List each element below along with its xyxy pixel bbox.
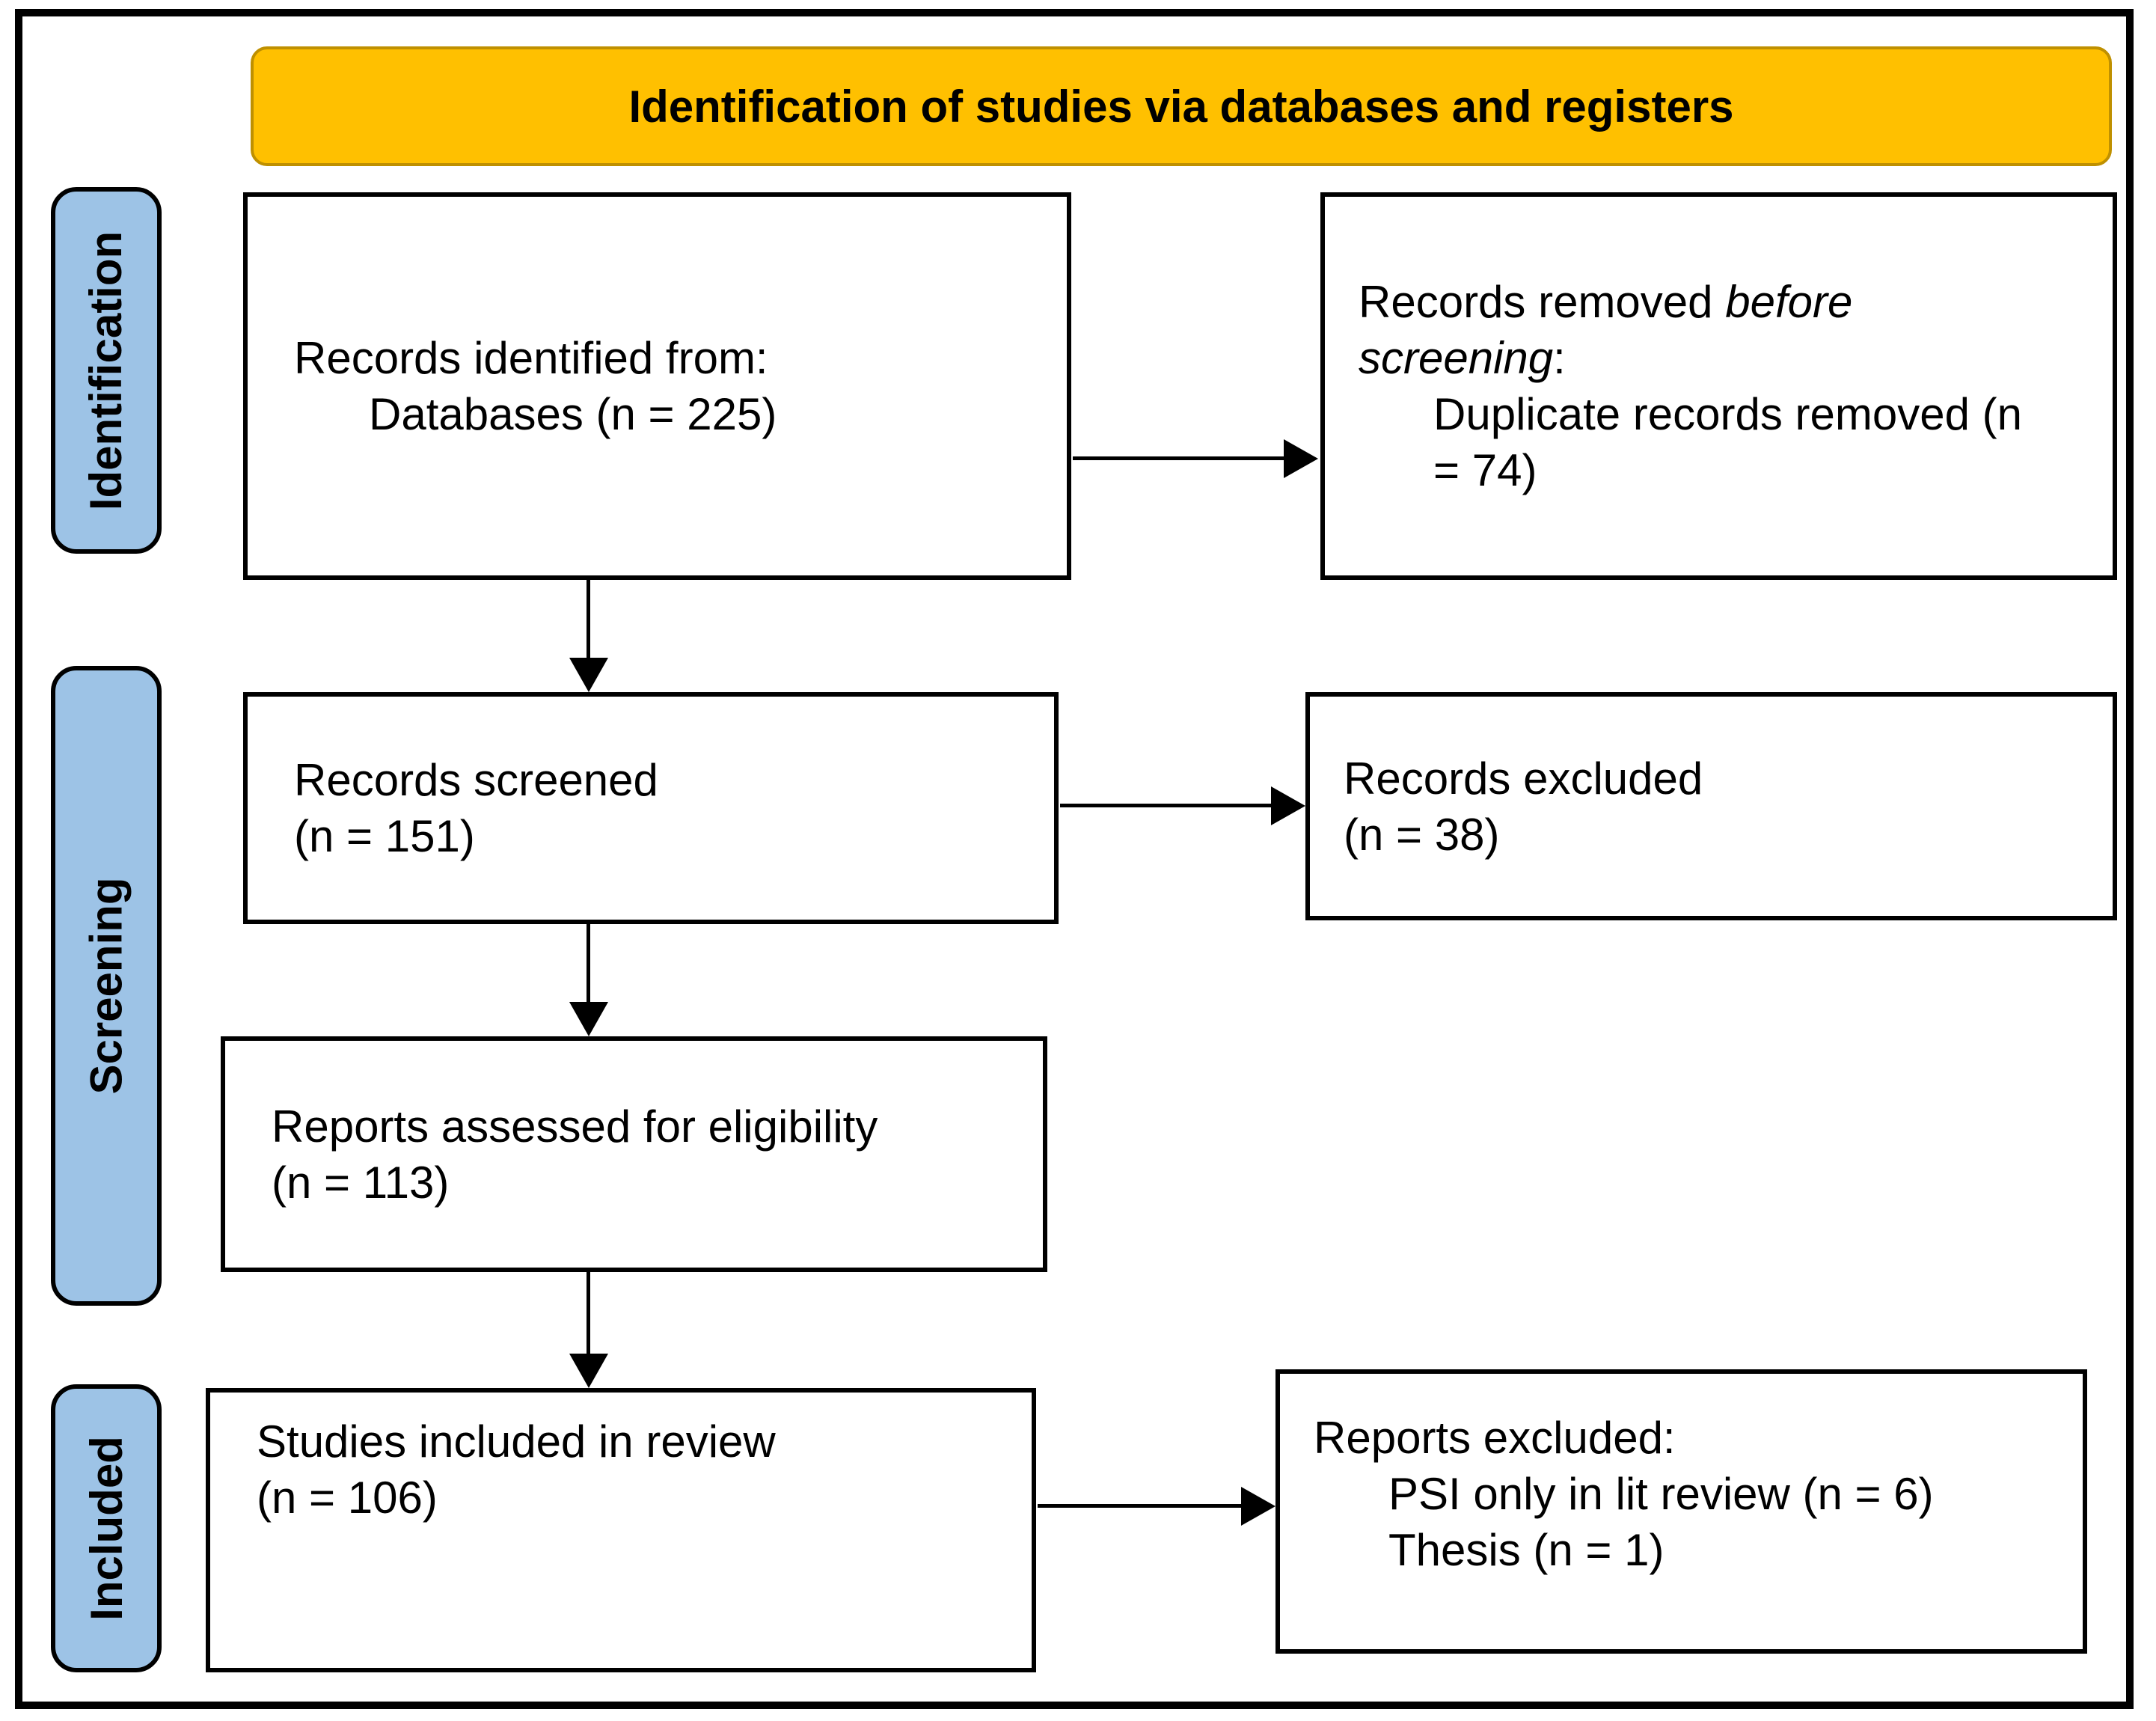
studies-included-line1: Studies included in review: [257, 1416, 776, 1467]
reports-assessed-line2: (n = 113): [272, 1157, 450, 1208]
box-reports-assessed: Reports assessed for eligibility (n = 11…: [221, 1036, 1047, 1272]
records-removed-line4: = 74): [1433, 445, 1537, 495]
records-removed-line3: Duplicate records removed (n: [1433, 389, 2023, 439]
arrow-identified-to-screened-line: [587, 578, 590, 658]
box-reports-excluded: Reports excluded: PSI only in lit review…: [1275, 1369, 2087, 1654]
arrow-assessed-to-included-head-icon: [569, 1354, 608, 1388]
arrow-assessed-to-included-line: [587, 1272, 590, 1354]
stage-label-included-text: Included: [81, 1436, 132, 1621]
reports-excluded-line1: Reports excluded:: [1314, 1413, 1676, 1463]
arrow-identified-to-removed-head-icon: [1284, 439, 1318, 478]
reports-excluded-line2: PSI only in lit review (n = 6): [1388, 1469, 1934, 1519]
reports-excluded-line3: Thesis (n = 1): [1388, 1525, 1665, 1575]
banner-title: Identification of studies via databases …: [251, 46, 2112, 166]
arrow-included-to-reports-excluded-head-icon: [1241, 1487, 1275, 1526]
arrow-included-to-reports-excluded-line: [1038, 1504, 1241, 1508]
arrow-screened-to-excluded-head-icon: [1271, 786, 1305, 825]
banner-label: Identification of studies via databases …: [628, 81, 1734, 132]
arrow-identified-to-removed-line: [1073, 456, 1284, 460]
records-excluded-line1: Records excluded: [1344, 753, 1703, 804]
records-screened-line1: Records screened: [294, 755, 658, 805]
arrow-screened-to-excluded-line: [1060, 804, 1271, 807]
stage-label-screening: Screening: [51, 666, 162, 1306]
records-removed-line1: Records removed before: [1359, 277, 1853, 327]
records-identified-line2: Databases (n = 225): [369, 389, 777, 439]
records-identified-line1: Records identified from:: [294, 333, 768, 383]
records-excluded-line2: (n = 38): [1344, 809, 1500, 860]
stage-label-identification: Identification: [51, 187, 162, 554]
stage-label-screening-text: Screening: [81, 877, 132, 1095]
studies-included-line2: (n = 106): [257, 1473, 438, 1523]
reports-assessed-line1: Reports assessed for eligibility: [272, 1101, 878, 1152]
arrow-identified-to-screened-head-icon: [569, 658, 608, 692]
box-records-screened: Records screened (n = 151): [243, 692, 1059, 924]
records-screened-line2: (n = 151): [294, 811, 475, 861]
records-removed-line2: screening:: [1359, 333, 1566, 383]
stage-label-identification-text: Identification: [81, 230, 132, 510]
arrow-screened-to-assessed-line: [587, 924, 590, 1002]
arrow-screened-to-assessed-head-icon: [569, 1002, 608, 1036]
box-records-removed: Records removed before screening: Duplic…: [1320, 192, 2117, 580]
stage-label-included: Included: [51, 1384, 162, 1672]
box-studies-included: Studies included in review (n = 106): [206, 1388, 1036, 1672]
box-records-identified: Records identified from: Databases (n = …: [243, 192, 1071, 580]
box-records-excluded: Records excluded (n = 38): [1305, 692, 2117, 920]
